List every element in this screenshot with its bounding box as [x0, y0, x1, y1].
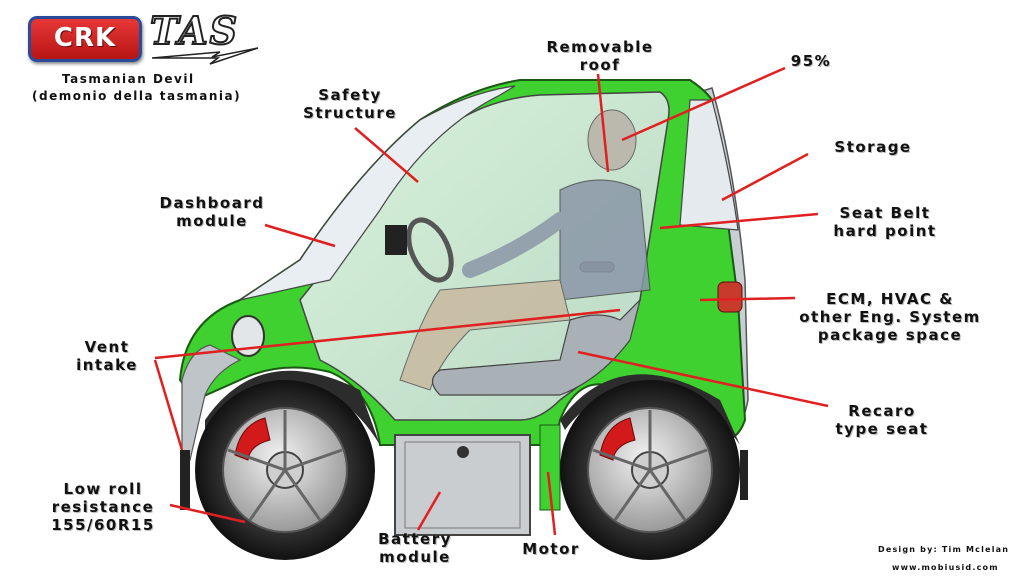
label-ecm-hvac: ECM, HVAC & other Eng. System package sp… — [770, 290, 1010, 344]
label-line: package space — [817, 326, 963, 344]
subtitle-line1: Tasmanian Devil — [62, 72, 195, 86]
label-tire: Low roll resistance 155/60R15 — [28, 480, 178, 534]
label-percentile: 95% — [776, 52, 846, 70]
label-line: Recaro — [848, 402, 916, 420]
label-line: type seat — [835, 420, 929, 438]
label-safety-structure: Safety Structure — [270, 86, 430, 122]
label-recaro-seat: Recaro type seat — [812, 402, 952, 438]
label-battery-module: Battery module — [350, 530, 480, 566]
label-line: Dashboard — [159, 194, 265, 212]
label-line: other Eng. System — [799, 308, 981, 326]
label-storage: Storage — [808, 138, 938, 156]
label-line: ECM, HVAC & — [826, 290, 954, 308]
headlight — [231, 315, 265, 357]
front-wheel — [195, 380, 375, 560]
label-line: Low roll — [63, 480, 143, 498]
recaro-seat — [431, 298, 642, 396]
label-line: Vent — [84, 338, 130, 356]
rear-wheel — [560, 380, 740, 560]
label-line: Battery — [378, 530, 452, 548]
label-seat-belt: Seat Belt hard point — [805, 204, 965, 240]
label-line: Safety — [318, 86, 382, 104]
label-line: 95% — [790, 52, 832, 70]
designer-credit: Design by: Tim Mclelan — [878, 545, 1010, 554]
label-removable-roof: Removable roof — [520, 38, 680, 74]
label-line: module — [379, 548, 451, 566]
label-line: Motor — [522, 540, 580, 558]
label-line: Storage — [834, 138, 912, 156]
subtitle-line2: (demonio della tasmania) — [32, 89, 242, 103]
label-line: intake — [76, 356, 138, 374]
model-name: TAS — [149, 7, 240, 54]
website-credit: www.mobiusid.com — [892, 563, 999, 572]
label-vent-intake: Vent intake — [62, 338, 152, 374]
logo-text: CRK — [53, 23, 117, 53]
lightning-swoosh-icon — [151, 47, 259, 65]
label-line: module — [176, 212, 248, 230]
tail-light — [717, 281, 743, 313]
label-line: Seat Belt — [839, 204, 931, 222]
label-line: 155/60R15 — [51, 516, 155, 534]
label-motor: Motor — [506, 540, 596, 558]
crk-logo: CRK — [28, 16, 142, 62]
leader-lines — [153, 66, 829, 536]
label-line: Structure — [303, 104, 397, 122]
label-line: resistance — [51, 498, 155, 516]
label-line: Removable — [546, 38, 654, 56]
label-line: roof — [579, 56, 621, 74]
driver-figure — [399, 109, 651, 391]
label-dashboard-module: Dashboard module — [132, 194, 292, 230]
label-line: hard point — [833, 222, 937, 240]
